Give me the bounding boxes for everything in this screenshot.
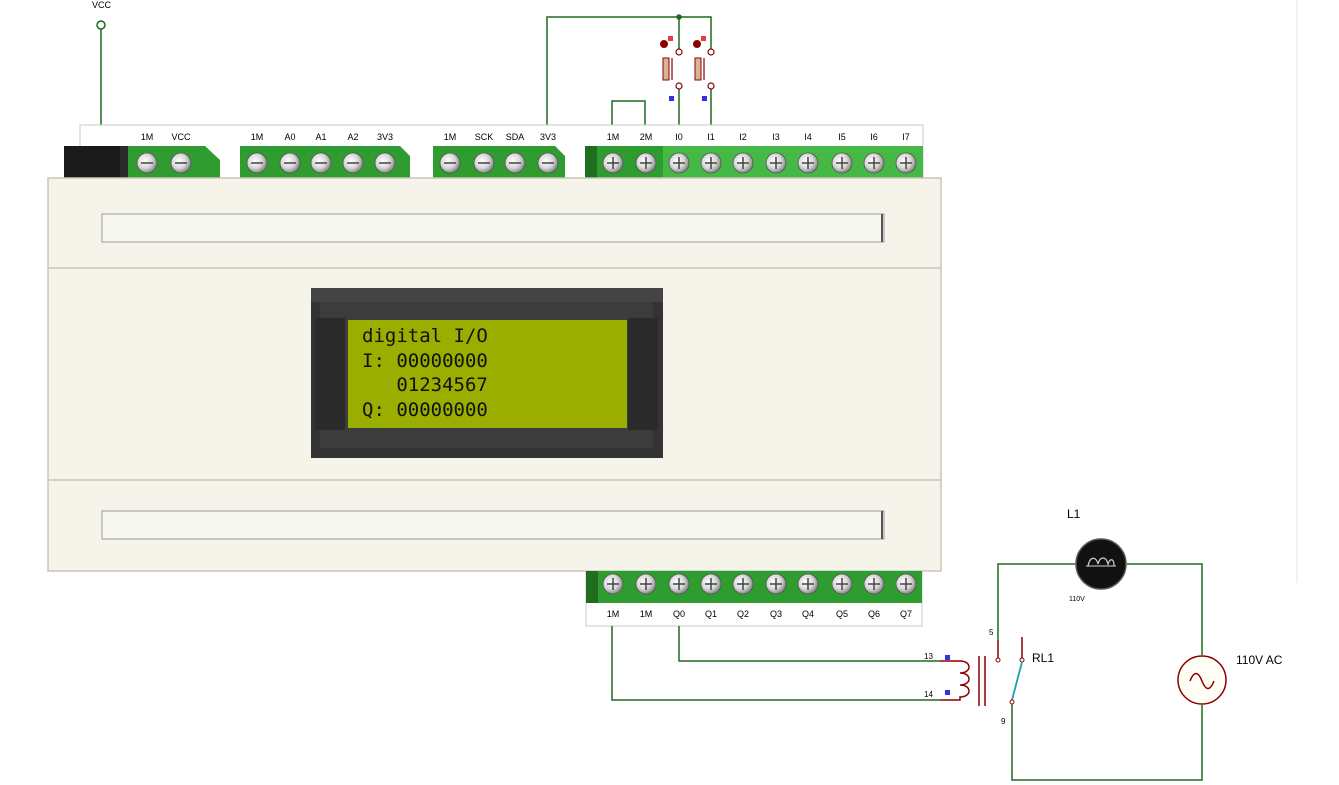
bottom-label-slot [101, 510, 885, 540]
vcc-power-terminal: VCC [92, 0, 112, 125]
screw [700, 152, 722, 174]
input-label: I7 [902, 132, 910, 142]
top-label: 1M [444, 132, 457, 142]
screw [831, 573, 853, 595]
output-label: Q0 [673, 609, 685, 619]
top-label: SDA [506, 132, 525, 142]
top-label: 3V3 [540, 132, 556, 142]
output-label: Q7 [900, 609, 912, 619]
vcc-label: VCC [92, 0, 112, 10]
screw [895, 573, 917, 595]
screw [136, 152, 158, 174]
top-label-slot [101, 213, 885, 243]
screw [279, 152, 301, 174]
bottom-terminal-labels: 1M 1M Q0 Q1 Q2 Q3 Q4 Q5 Q6 Q7 [607, 609, 912, 619]
output-label: Q2 [737, 609, 749, 619]
bottom-label: 1M [607, 609, 620, 619]
lcd-display: digital I/O I: 00000000 01234567 Q: 0000… [311, 288, 663, 458]
ac-source-label: 110V AC [1236, 653, 1283, 667]
output-label: Q4 [802, 609, 814, 619]
screw [504, 152, 526, 174]
screw [765, 573, 787, 595]
top-label: 1M [141, 132, 154, 142]
screw [895, 152, 917, 174]
ac-source[interactable]: 110V AC [1177, 653, 1283, 705]
screw [863, 152, 885, 174]
screw [473, 152, 495, 174]
relay-pin-9: 9 [1001, 717, 1006, 726]
vcc-terminal-circle [96, 20, 106, 30]
top-label: 2M [640, 132, 653, 142]
lcd-line-3: 01234567 [362, 374, 488, 396]
screw [310, 152, 332, 174]
screw [246, 152, 268, 174]
lcd-screen [348, 320, 627, 428]
top-label: A2 [347, 132, 358, 142]
output-label: Q5 [836, 609, 848, 619]
lcd-line-2: I: 00000000 [362, 350, 488, 372]
lamp-l1[interactable]: L1 110V [1067, 507, 1127, 603]
switch-supply-wires [546, 14, 712, 125]
screw [732, 152, 754, 174]
load-circuit-wires [997, 563, 1203, 781]
screw [635, 152, 657, 174]
screw [342, 152, 364, 174]
bottom-screws [602, 573, 917, 595]
input-label: I4 [804, 132, 812, 142]
relay-pin-5: 5 [989, 628, 994, 637]
screw [537, 152, 559, 174]
relay-coil-wires [611, 626, 940, 701]
top-label: VCC [171, 132, 191, 142]
input-label: I3 [772, 132, 780, 142]
top-terminal-labels: 1M VCC 1M A0 A1 A2 3V3 1M SCK SDA 3V3 1M… [141, 132, 910, 142]
screw [602, 152, 624, 174]
pushbutton-i0[interactable] [660, 36, 683, 101]
screw [700, 573, 722, 595]
relay-name: RL1 [1032, 651, 1054, 665]
screw [439, 152, 461, 174]
top-label: 3V3 [377, 132, 393, 142]
input-label: I2 [739, 132, 747, 142]
screw [765, 152, 787, 174]
output-label: Q3 [770, 609, 782, 619]
top-label: A0 [284, 132, 295, 142]
output-label: Q1 [705, 609, 717, 619]
output-label: Q6 [868, 609, 880, 619]
input-label: I1 [707, 132, 715, 142]
input-label: I0 [675, 132, 683, 142]
bottom-label: 1M [640, 609, 653, 619]
screw [863, 573, 885, 595]
lamp-name: L1 [1067, 507, 1081, 521]
screw [668, 152, 690, 174]
top-label: 1M [607, 132, 620, 142]
screw [797, 573, 819, 595]
lamp-rating: 110V [1069, 596, 1085, 603]
pushbutton-i1[interactable] [693, 36, 715, 101]
top-label: A1 [315, 132, 326, 142]
lcd-line-1: digital I/O [362, 325, 488, 347]
screw [831, 152, 853, 174]
top-label: SCK [475, 132, 494, 142]
top-screws [136, 152, 917, 174]
screw [170, 152, 192, 174]
input-label: I5 [838, 132, 846, 142]
screw [797, 152, 819, 174]
screw [635, 573, 657, 595]
input-label: I6 [870, 132, 878, 142]
screw [602, 573, 624, 595]
top-terminal-block-4 [585, 146, 923, 178]
relay-rl1[interactable]: 13 14 5 9 RL1 [924, 628, 1054, 726]
top-terminal-block-3 [433, 146, 565, 178]
relay-pin-13: 13 [924, 652, 933, 661]
screw [732, 573, 754, 595]
screw [374, 152, 396, 174]
top-label: 1M [251, 132, 264, 142]
lcd-line-4: Q: 00000000 [362, 399, 488, 421]
screw [668, 573, 690, 595]
relay-pin-14: 14 [924, 690, 933, 699]
